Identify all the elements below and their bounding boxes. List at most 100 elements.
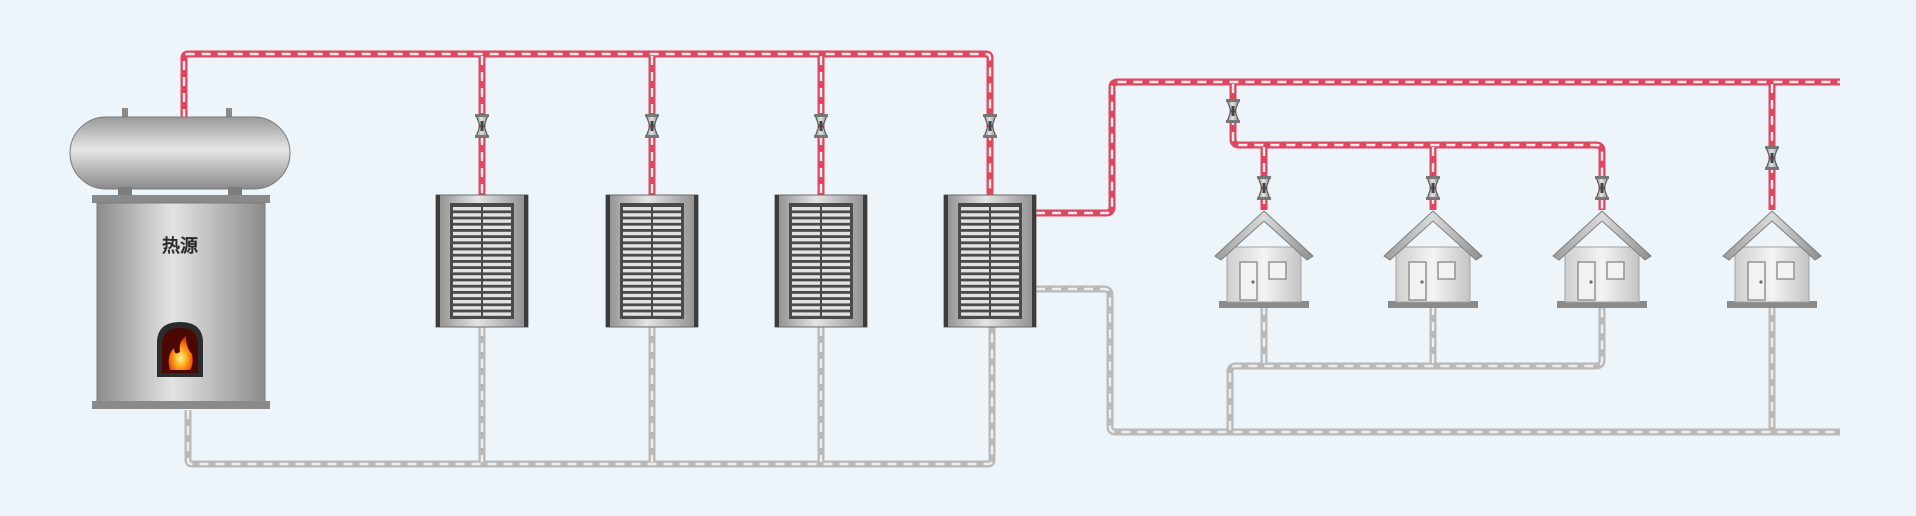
exchanger-fin bbox=[653, 207, 681, 211]
valve-flange-bottom bbox=[645, 135, 659, 138]
secondary-return-main-pipe-body bbox=[1036, 285, 1840, 436]
house-wall bbox=[1226, 246, 1302, 303]
exchanger-fin bbox=[991, 306, 1019, 310]
valve-icon bbox=[1765, 146, 1779, 170]
exchanger-fin bbox=[623, 213, 651, 217]
exchanger-fin bbox=[623, 256, 651, 260]
exchanger-fin bbox=[991, 244, 1019, 248]
house-roof bbox=[1722, 210, 1822, 261]
house-door bbox=[1577, 261, 1596, 301]
supply-main-pipe-body bbox=[180, 50, 994, 195]
house-icon bbox=[1214, 210, 1314, 308]
tank-nozzle bbox=[226, 108, 232, 118]
exchanger-fin bbox=[483, 225, 511, 229]
valve-flange-top bbox=[1226, 99, 1240, 102]
exchanger-fin bbox=[483, 269, 511, 273]
exchanger-fin bbox=[961, 300, 989, 304]
exchanger-fin bbox=[991, 231, 1019, 236]
supply-main-pipe bbox=[180, 50, 994, 195]
valve-flange-top bbox=[1257, 176, 1271, 179]
exchanger-fin bbox=[653, 256, 681, 260]
house-door bbox=[1408, 261, 1427, 301]
exchanger-fin bbox=[653, 262, 681, 267]
exchanger-fin bbox=[483, 281, 511, 285]
door-knob bbox=[1589, 280, 1593, 284]
valve-stem bbox=[1431, 183, 1435, 193]
valve-stem bbox=[480, 121, 484, 131]
exchanger-fin bbox=[653, 250, 681, 254]
exchanger-fin bbox=[792, 281, 820, 285]
exchanger-fin bbox=[961, 256, 989, 260]
exchanger-fin bbox=[961, 306, 989, 310]
house-door bbox=[1747, 261, 1766, 301]
exchanger-fin bbox=[822, 207, 850, 211]
exchanger-fin bbox=[961, 213, 989, 217]
exchanger-fin bbox=[822, 269, 850, 273]
exchanger-fin bbox=[623, 238, 651, 242]
exchanger-fin bbox=[623, 207, 651, 211]
exchanger-fin bbox=[822, 219, 850, 223]
exchanger-fin bbox=[961, 287, 989, 291]
exchanger-fin bbox=[991, 262, 1019, 267]
exchanger-fin bbox=[792, 231, 820, 236]
valve-icon bbox=[1257, 176, 1271, 200]
exchanger-fin bbox=[483, 300, 511, 304]
exchanger-fin bbox=[483, 207, 511, 211]
exchanger-fin bbox=[623, 262, 651, 267]
exchanger-fin bbox=[961, 225, 989, 229]
exchanger-fin bbox=[483, 238, 511, 242]
exchanger-fin bbox=[453, 275, 481, 279]
exchanger-fin bbox=[991, 300, 1019, 304]
heat-exchanger-icon bbox=[943, 194, 1037, 328]
exchanger-fin bbox=[653, 306, 681, 310]
exchanger-fin bbox=[822, 213, 850, 217]
valve-flange-bottom bbox=[475, 135, 489, 138]
exchanger-fin bbox=[991, 281, 1019, 285]
exchanger-fin bbox=[961, 231, 989, 236]
valve-flange-top bbox=[475, 114, 489, 117]
exchanger-fin bbox=[653, 231, 681, 236]
exchanger-fin bbox=[991, 219, 1019, 223]
door-knob bbox=[1420, 280, 1424, 284]
exchanger-fin bbox=[991, 238, 1019, 242]
valve-flange-top bbox=[1426, 176, 1440, 179]
exchanger-fin bbox=[453, 213, 481, 217]
exchanger-fin bbox=[653, 312, 681, 316]
valve-flange-bottom bbox=[1595, 197, 1609, 200]
exchanger-fin bbox=[991, 250, 1019, 254]
exchanger-fin bbox=[822, 244, 850, 248]
exchanger-fin bbox=[991, 275, 1019, 279]
exchanger-fin bbox=[961, 244, 989, 248]
exchanger-fin bbox=[453, 244, 481, 248]
exchanger-fin bbox=[453, 250, 481, 254]
equipment-layer: 热源 bbox=[69, 99, 1822, 409]
secondary-return-main-pipe-stripe bbox=[1036, 287, 1840, 434]
exchanger-fin bbox=[792, 207, 820, 211]
exchanger-fin bbox=[792, 293, 820, 298]
tank-rim-bottom bbox=[92, 401, 270, 409]
exchanger-fin bbox=[991, 312, 1019, 316]
exchanger-fin bbox=[961, 219, 989, 223]
exchanger-fin bbox=[792, 256, 820, 260]
exchanger-fin bbox=[483, 219, 511, 223]
exchanger-fin bbox=[453, 293, 481, 298]
exchanger-fin bbox=[453, 281, 481, 285]
exchanger-fin bbox=[822, 281, 850, 285]
exchanger-fin bbox=[623, 275, 651, 279]
exchanger-fin bbox=[483, 262, 511, 267]
supply-main-pipe-stripe bbox=[182, 52, 992, 195]
exchanger-fin bbox=[792, 275, 820, 279]
branch-return-pipe bbox=[1226, 306, 1606, 430]
house-roof bbox=[1552, 210, 1652, 261]
exchanger-fin bbox=[483, 244, 511, 248]
exchanger-fin bbox=[792, 238, 820, 242]
valve-icon bbox=[645, 114, 659, 138]
return-main-pipe-stripe bbox=[186, 327, 994, 466]
exchanger-frame-left bbox=[436, 195, 440, 327]
house-base bbox=[1557, 301, 1647, 308]
house-wall bbox=[1395, 246, 1471, 303]
house-wall bbox=[1734, 246, 1810, 303]
exchanger-fin bbox=[653, 300, 681, 304]
valve-flange-top bbox=[645, 114, 659, 117]
